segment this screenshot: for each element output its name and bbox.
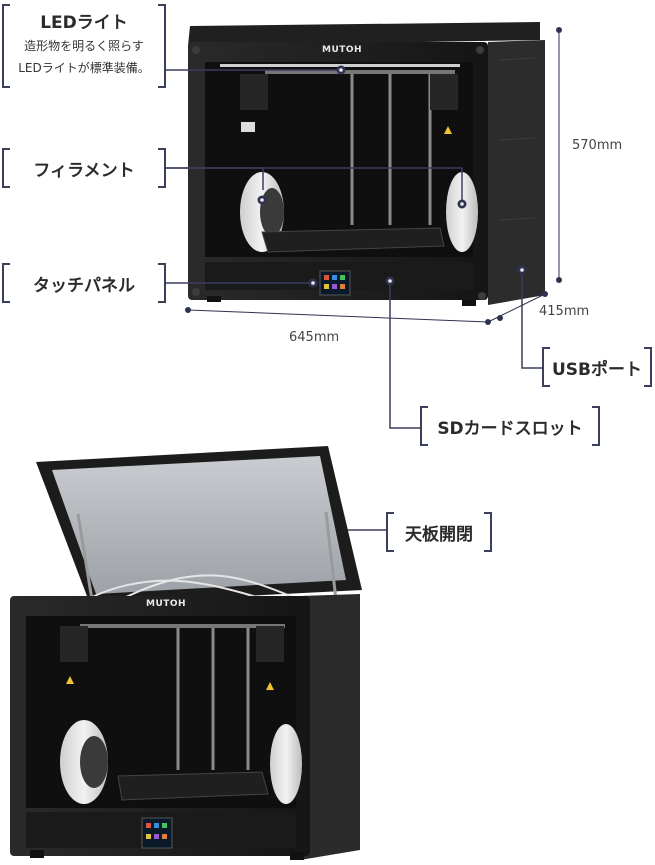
brand-logo-top: MUTOH (322, 45, 363, 55)
led-light-callout: LEDライト 造形物を明るく照らす LEDライトが標準装備。 (2, 4, 166, 88)
led-light-title: LEDライト (40, 13, 128, 33)
touch-panel-icons (324, 275, 345, 289)
depth-dimension: 415mm (539, 304, 590, 319)
touch-panel-screen (319, 270, 351, 296)
side-panel (488, 40, 545, 305)
led-light-desc-line1: 造形物を明るく照らす (24, 39, 144, 53)
extruder-left (240, 74, 268, 110)
dimension-dots (185, 27, 562, 325)
top-lid-label: 天板開閉 (386, 512, 492, 552)
warning-triangle (444, 126, 452, 134)
led-strip (220, 64, 460, 67)
extruder-right (430, 74, 458, 110)
corner-bolts (192, 46, 486, 300)
led-light-desc-line2: LEDライトが標準装備。 (18, 61, 150, 75)
touch-panel-label: タッチパネル (2, 263, 166, 303)
brand-logo-bottom: MUTOH (146, 599, 187, 609)
spool-right (446, 172, 478, 252)
lid-glass (52, 456, 346, 594)
width-dimension: 645mm (289, 330, 340, 345)
height-dimension: 570mm (572, 138, 623, 153)
side-panel-grid (499, 57, 536, 221)
top-cover (188, 22, 540, 46)
usb-port-label: USBポート (542, 347, 652, 387)
printer-closed (188, 22, 545, 306)
printer-open (10, 446, 362, 860)
filament-label: フィラメント (2, 148, 166, 188)
warning-label (241, 122, 255, 132)
sd-card-slot-label: SDカードスロット (420, 406, 600, 446)
build-plate (261, 227, 445, 253)
